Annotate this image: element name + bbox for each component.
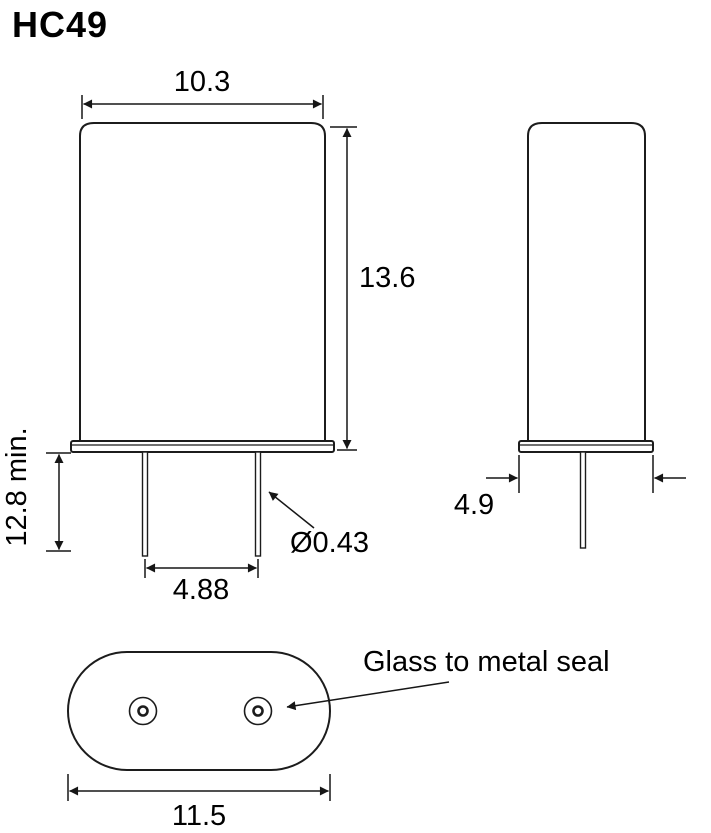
side-view	[518, 122, 654, 549]
front-view-base-flange	[70, 440, 335, 453]
dim-bottom-width-value: 11.5	[172, 800, 226, 832]
front-lead-right	[254, 451, 262, 557]
bottom-pin-right-seal-ring	[243, 696, 273, 726]
dim-body-width-value: 10.3	[174, 66, 230, 98]
dim-bottom-width: 11.5	[67, 774, 331, 832]
dim-body-height-value: 13.6	[359, 262, 415, 294]
front-view	[70, 122, 335, 557]
bottom-pin-left	[137, 705, 149, 717]
dim-side-width-value: 4.9	[454, 489, 494, 521]
dim-lead-spacing-value: 4.88	[173, 574, 229, 606]
bottom-view-outline	[67, 651, 331, 771]
dim-body-height: 13.6	[330, 126, 415, 451]
bottom-pin-right	[252, 705, 264, 717]
side-view-body	[527, 122, 646, 442]
seal-callout-label: Glass to metal seal	[363, 646, 610, 678]
dim-side-width: 4.9	[454, 455, 686, 521]
dim-lead-diameter-value: Ø0.43	[290, 527, 369, 559]
dim-lead-diameter: Ø0.43	[268, 491, 369, 559]
side-lead	[579, 451, 587, 549]
dim-lead-spacing: 4.88	[144, 559, 259, 606]
seal-callout-leader	[286, 681, 450, 711]
seal-callout: Glass to metal seal	[286, 646, 610, 711]
dim-lead-length: 12.8 min.	[1, 427, 71, 552]
front-view-body	[79, 122, 326, 442]
dim-lead-diameter-leader	[268, 491, 315, 529]
dim-lead-length-value: 12.8 min.	[1, 427, 33, 546]
page-title: HC49	[12, 4, 108, 45]
front-lead-left	[141, 451, 149, 557]
dim-body-width: 10.3	[81, 66, 324, 119]
side-view-base-flange	[518, 440, 654, 453]
bottom-view	[67, 651, 331, 771]
bottom-pin-left-seal-ring	[128, 696, 158, 726]
